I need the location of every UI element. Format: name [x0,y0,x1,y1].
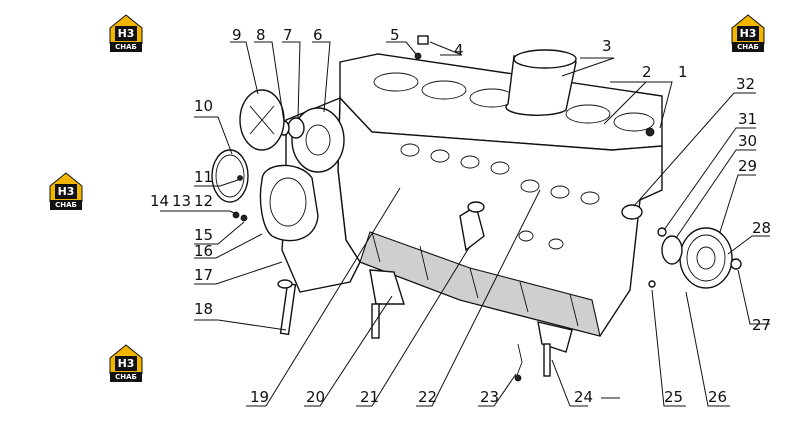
part-29-crank-gear [679,227,733,289]
callout-8: 8 [256,26,266,44]
callout-23: 23 [480,388,499,406]
callout-20: 20 [306,388,325,406]
callout-27: 27 [752,316,771,334]
part-10-seal-ring [211,149,249,203]
callout-labels: 1 2 3 4 5 6 7 8 9 10 11 12 13 14 15 16 1… [150,26,771,406]
callout-13: 13 [172,192,191,210]
brand-logo-bottom-left: H3 СНАБ [108,344,144,382]
part-27-nut [730,258,742,270]
part-23-oil-jet [514,343,523,382]
rear-cover-assembly [278,107,345,173]
callout-3: 3 [602,37,612,55]
callout-7: 7 [283,26,293,44]
cylinder-block [281,53,663,337]
logo-text: СНАБ [110,42,142,52]
callout-leaders [160,41,770,407]
callout-26: 26 [708,388,727,406]
callout-5: 5 [390,26,400,44]
brand-logo-top-left: H3 СНАБ [108,14,144,52]
part-9-cover-plate [239,89,285,151]
callout-9: 9 [232,26,242,44]
part-1-plug [645,127,655,137]
callout-4: 4 [454,41,464,59]
callout-14: 14 [150,192,169,210]
logo-mark: H3 [115,26,137,41]
callout-31: 31 [738,110,757,128]
part-4-5-fittings [414,35,429,60]
part-21-plug [459,201,485,252]
callout-16: 16 [194,242,213,260]
callout-30: 30 [738,132,757,150]
part-30-seal [661,235,683,265]
brand-logo-mid-left: H3 СНАБ [48,172,84,210]
callout-18: 18 [194,300,213,318]
logo-text: СНАБ [732,42,764,52]
callout-25: 25 [664,388,683,406]
callout-11: 11 [194,168,213,186]
callout-17: 17 [194,266,213,284]
callout-6: 6 [313,26,323,44]
logo-mark: H3 [115,356,137,371]
logo-text: СНАБ [110,372,142,382]
callout-28: 28 [752,219,771,237]
callout-29: 29 [738,157,757,175]
part-24-bracket [537,321,573,377]
callout-22: 22 [418,388,437,406]
logo-text: СНАБ [50,200,82,210]
part-16-gasket [259,164,319,242]
callout-12: 12 [194,192,213,210]
part-18-bolt [277,279,297,336]
logo-mark: H3 [55,184,77,199]
callout-15: 15 [194,226,213,244]
callout-24: 24 [574,388,593,406]
callout-1: 1 [678,63,688,81]
logo-mark: H3 [737,26,759,41]
callout-21: 21 [360,388,379,406]
part-25-dowel [648,280,656,288]
callout-19: 19 [250,388,269,406]
callout-2: 2 [642,63,652,81]
callout-10: 10 [194,97,213,115]
brand-logo-top-right: H3 СНАБ [730,14,766,52]
callout-32: 32 [736,75,755,93]
part-3-cylinder-liner [505,49,577,116]
part-32-plug [621,204,643,220]
side-ports [400,143,600,250]
